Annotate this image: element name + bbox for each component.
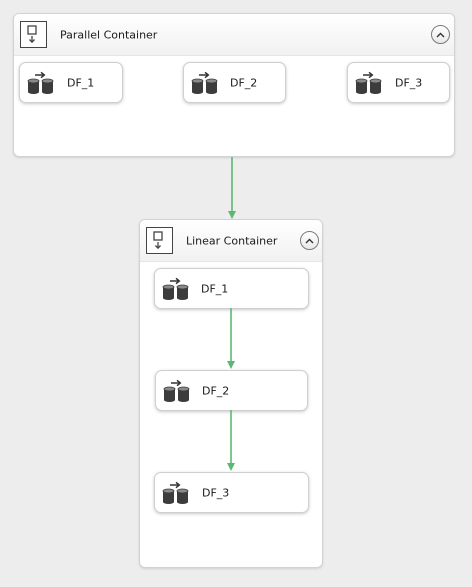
parallel-container[interactable]: Parallel Container DF_1 DF_2: [13, 13, 455, 157]
task-label: DF_2: [202, 384, 230, 397]
task-label: DF_2: [230, 76, 258, 89]
collapse-button[interactable]: [300, 231, 319, 250]
connector-parallel-to-linear[interactable]: [228, 157, 236, 219]
sequence-container-icon: [146, 227, 173, 254]
data-flow-task-icon: [26, 71, 56, 98]
task-label: DF_1: [201, 282, 229, 295]
parallel-container-header[interactable]: Parallel Container: [14, 14, 454, 56]
collapse-button[interactable]: [431, 25, 450, 44]
sequence-container-icon: [20, 21, 47, 48]
task-label: DF_1: [67, 76, 95, 89]
task-df-3[interactable]: DF_3: [347, 62, 450, 103]
data-flow-task-icon: [190, 71, 220, 98]
task-label: DF_3: [395, 76, 423, 89]
data-flow-task-icon: [161, 481, 191, 508]
task-label: DF_3: [202, 486, 230, 499]
data-flow-task-icon: [162, 379, 192, 406]
task-df-1[interactable]: DF_1: [154, 268, 309, 309]
chevron-up-icon: [436, 32, 445, 37]
data-flow-task-icon: [354, 71, 384, 98]
task-df-2[interactable]: DF_2: [155, 370, 308, 411]
container-title: Parallel Container: [60, 28, 158, 41]
linear-container[interactable]: Linear Container DF_1 DF_2: [139, 219, 323, 568]
chevron-up-icon: [305, 238, 314, 243]
linear-container-header[interactable]: Linear Container: [140, 220, 322, 262]
container-title: Linear Container: [186, 234, 278, 247]
task-df-1[interactable]: DF_1: [19, 62, 123, 103]
task-df-3[interactable]: DF_3: [154, 472, 309, 513]
task-df-2[interactable]: DF_2: [183, 62, 286, 103]
data-flow-task-icon: [161, 277, 191, 304]
